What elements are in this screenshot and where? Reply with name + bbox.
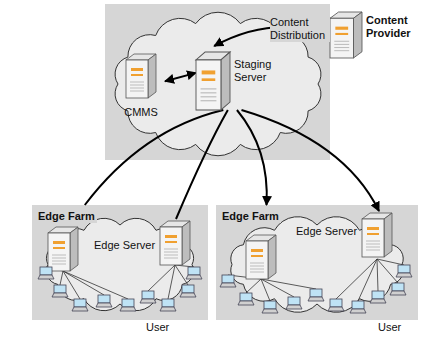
farm-region: [216, 205, 418, 320]
server-icon: [48, 227, 78, 271]
network-wire: [377, 259, 378, 291]
laptop-icon: [96, 295, 112, 307]
network-region: [105, 4, 330, 160]
laptop-icon: [238, 293, 254, 305]
network-wire: [168, 265, 175, 299]
network-wire: [377, 259, 404, 265]
server-icon: [330, 12, 362, 58]
network-wire: [148, 265, 175, 291]
server-icon: [126, 54, 156, 98]
laptop-icon: [286, 297, 302, 309]
laptop-icon: [186, 267, 202, 279]
laptop-icon: [160, 299, 176, 311]
connector: [237, 110, 267, 205]
user-label: User: [378, 321, 401, 334]
laptop-icon: [52, 285, 68, 297]
server-label: Edge Server: [296, 225, 357, 238]
laptop-icon: [262, 301, 278, 313]
laptop-icon: [140, 291, 156, 303]
network-wire: [63, 271, 128, 299]
laptop-icon: [370, 291, 386, 303]
server-label: Staging Server: [234, 58, 284, 84]
server-label: Content Provider: [366, 14, 416, 40]
edge-farm-illustration: [32, 205, 208, 320]
server-label: CMMS: [120, 106, 162, 119]
server-node: Content Provider: [330, 8, 419, 62]
server-icon: [246, 235, 276, 279]
laptop-icon: [220, 275, 236, 287]
edge-farm: Edge FarmEdge Server: [32, 205, 208, 320]
laptop-icon: [38, 267, 54, 279]
network-wire: [336, 259, 377, 299]
server-graphic: [196, 52, 230, 110]
network-wire: [175, 265, 188, 285]
server-node: Staging Server: [196, 46, 287, 110]
network-wire: [246, 279, 261, 293]
server-node: Edge Server: [296, 211, 396, 261]
network-wire: [63, 271, 104, 295]
network-wire: [261, 279, 316, 289]
connector: [176, 110, 228, 219]
cloud-outline: [46, 218, 193, 310]
laptop-icon: [180, 285, 196, 297]
network-wire: [60, 271, 63, 285]
server-graphic: [362, 213, 392, 257]
laptop-icon: [308, 289, 324, 301]
laptop-icon: [350, 301, 366, 313]
farm-label: Edge Farm: [220, 210, 281, 223]
server-graphic: [126, 54, 156, 98]
connector: [242, 110, 380, 211]
network-wire: [261, 279, 270, 301]
laptop-icon: [396, 265, 412, 277]
edge-farm-illustration: [216, 205, 418, 320]
farm-region: [32, 205, 208, 320]
server-label: Edge Server: [94, 239, 155, 252]
server-icon: [196, 52, 230, 110]
server-icon: [160, 221, 190, 265]
server-graphic: [160, 221, 190, 265]
farm-label: Edge Farm: [36, 210, 97, 223]
cloud-outline: [231, 217, 403, 313]
edge-label: Content Distribution: [270, 16, 330, 42]
user-label: User: [146, 321, 169, 334]
server-graphic: [330, 12, 362, 58]
server-icon: [362, 213, 392, 257]
server-node: CMMS: [120, 54, 165, 122]
connector: [165, 73, 196, 81]
server-node: Edge Server: [94, 219, 194, 269]
laptop-icon: [328, 299, 344, 311]
laptop-icon: [390, 283, 406, 295]
edge-farm: Edge FarmEdge Server: [216, 205, 418, 320]
laptop-icon: [72, 299, 88, 311]
laptop-icon: [120, 299, 136, 311]
